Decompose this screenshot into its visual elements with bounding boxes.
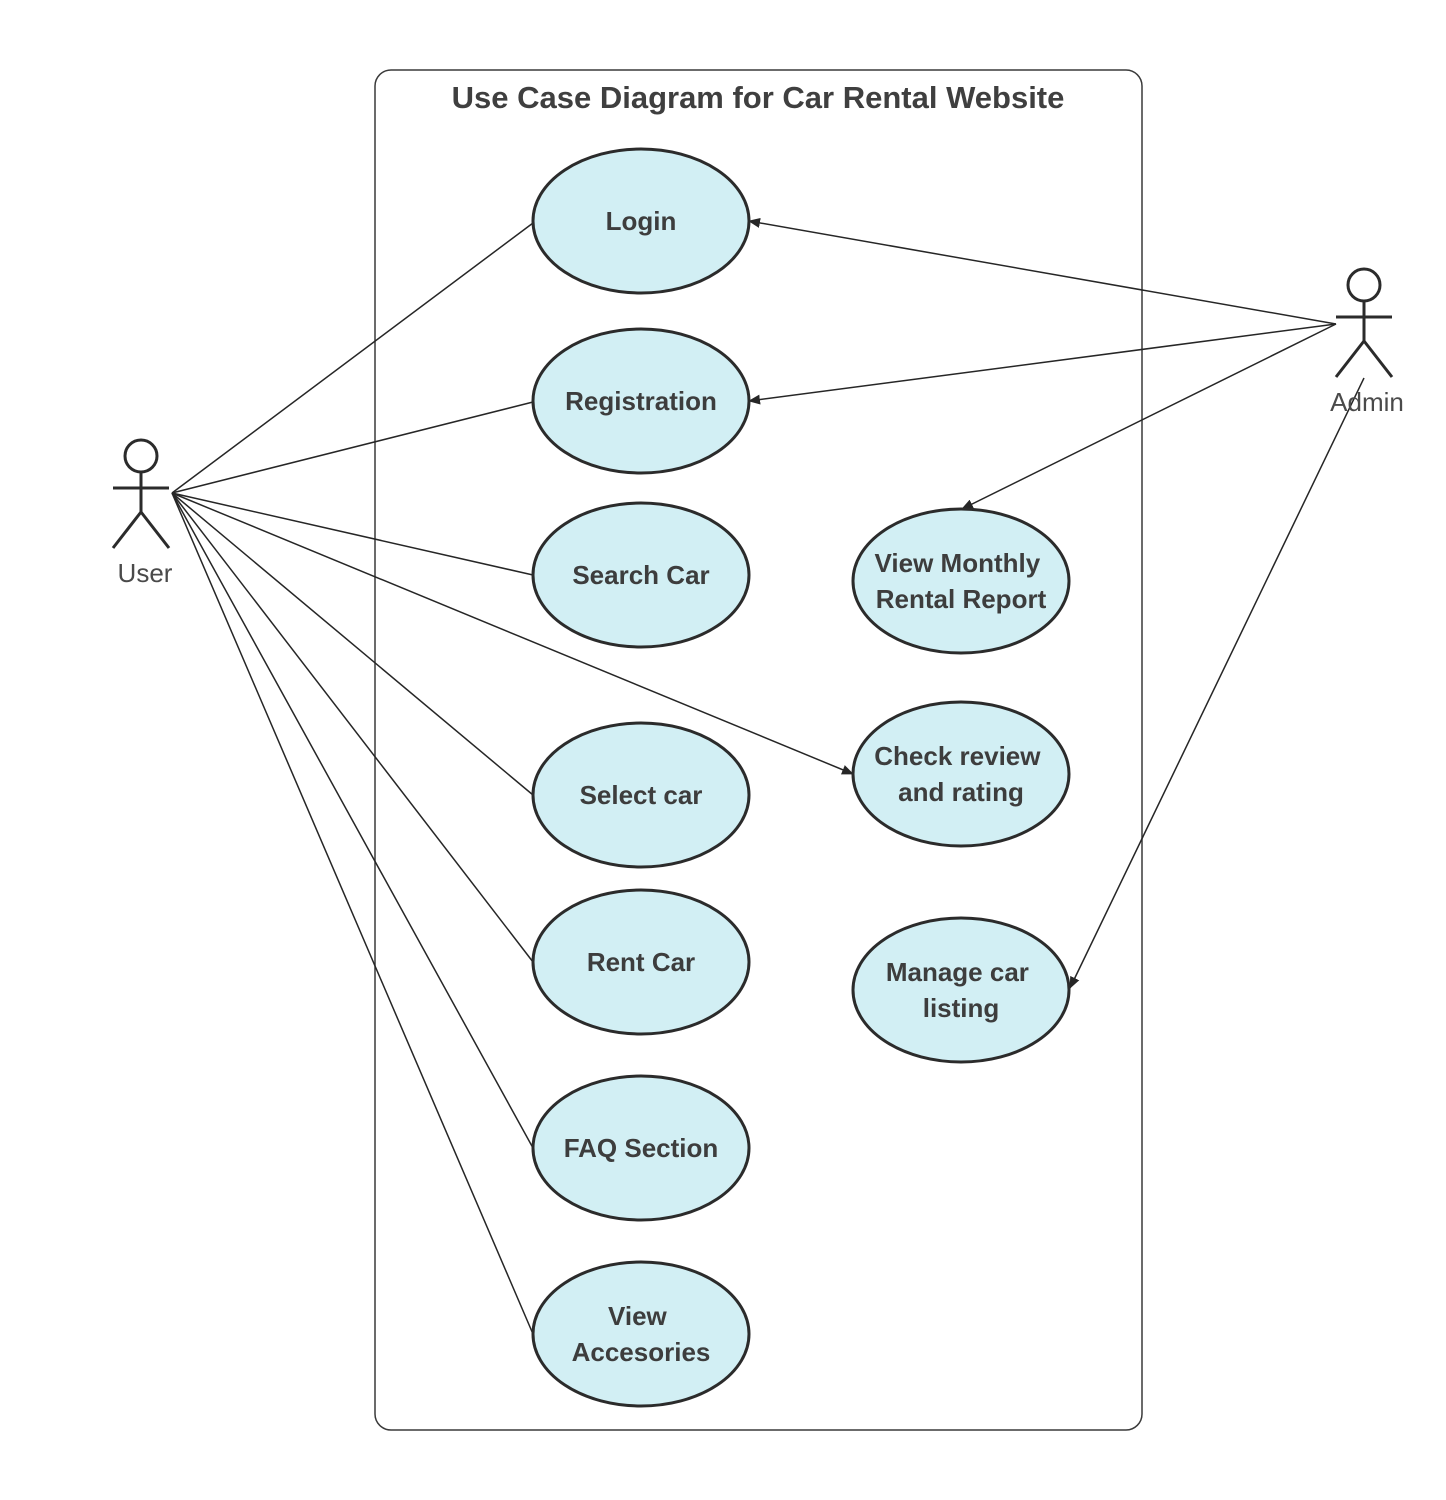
- actor-user[interactable]: User: [111, 438, 173, 588]
- user-head-icon: [123, 438, 159, 474]
- use-case-view-accessories[interactable]: View Accesories: [531, 1260, 751, 1408]
- association-user-view-accessories: [171, 492, 534, 1335]
- use-case-select-car[interactable]: Select car: [531, 721, 751, 869]
- associations-layer: [171, 217, 1365, 1335]
- use-case-view-accessories-label: View Accesories: [572, 1301, 711, 1367]
- association-user-select-car: [171, 492, 534, 796]
- association-user-check-review: [171, 492, 854, 775]
- system-boundary: [374, 69, 1143, 1431]
- actor-user-label: User: [118, 558, 173, 588]
- use-case-login-label: Login: [606, 206, 677, 236]
- use-case-faq-section-label: FAQ Section: [564, 1133, 719, 1163]
- association-user-rent-car: [171, 492, 534, 963]
- use-case-search-car[interactable]: Search Car: [531, 501, 751, 649]
- association-admin-registration: [748, 323, 1337, 405]
- actor-admin[interactable]: Admin: [1330, 267, 1404, 417]
- use-case-check-review-label: Check review and rating: [874, 741, 1047, 807]
- use-case-manage-listing-label: Manage car listing: [886, 957, 1036, 1023]
- use-case-login[interactable]: Login: [531, 147, 751, 295]
- use-case-check-review[interactable]: Check review and rating: [851, 700, 1071, 848]
- admin-head-icon: [1346, 267, 1382, 303]
- use-case-registration-label: Registration: [565, 386, 717, 416]
- use-case-faq-section[interactable]: FAQ Section: [531, 1074, 751, 1222]
- actor-admin-label: Admin: [1330, 387, 1404, 417]
- use-case-view-monthly-report[interactable]: View Monthly Rental Report: [851, 507, 1071, 655]
- association-user-faq-section: [171, 492, 534, 1149]
- use-case-manage-listing[interactable]: Manage car listing: [851, 916, 1071, 1064]
- association-user-search-car: [171, 492, 534, 576]
- association-user-registration: [171, 401, 534, 494]
- association-user-login: [171, 222, 534, 494]
- use-case-rent-car[interactable]: Rent Car: [531, 888, 751, 1036]
- use-case-view-monthly-report-label: View Monthly Rental Report: [875, 548, 1048, 614]
- association-admin-view-monthly-report: [961, 323, 1337, 510]
- use-case-rent-car-label: Rent Car: [587, 947, 695, 977]
- diagram-title: Use Case Diagram for Car Rental Website: [452, 80, 1065, 115]
- use-case-select-car-label: Select car: [580, 780, 703, 810]
- association-admin-login: [748, 217, 1337, 325]
- association-admin-manage-listing: [1069, 377, 1365, 989]
- use-case-search-car-label: Search Car: [572, 560, 709, 590]
- use-case-registration[interactable]: Registration: [531, 327, 751, 475]
